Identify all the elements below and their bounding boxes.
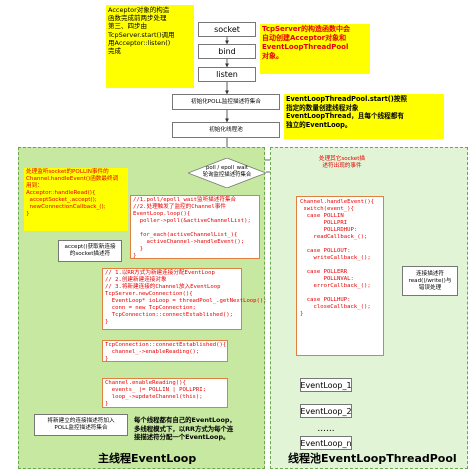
bind-step: bind bbox=[198, 44, 256, 59]
connectestablished-code: TcpConnection::connectEstablished(){ cha… bbox=[102, 340, 228, 362]
eventloop-2: EventLoop_2 bbox=[300, 404, 352, 418]
main-thread-title: 主线程EventLoop bbox=[98, 452, 197, 465]
poll-diamond-label: poll / epoll_wait 轮询监控描述符集合 bbox=[202, 165, 252, 178]
poll-diamond: poll / epoll_wait 轮询监控描述符集合 bbox=[188, 158, 266, 188]
tcpserver-note: TcpServer的构造函数中会 自动创建Acceptor对象和 EventLo… bbox=[260, 24, 370, 74]
eventloop-loop-code: //1.poll/epoll_wait监听描述符集合 //2.处理触发了监控的C… bbox=[130, 195, 260, 259]
accept-step: accept()获取新连接 的socket描述符 bbox=[58, 240, 122, 262]
rr-note: 每个线程都有自己的EventLoop， 多线程模式下，以RR方式为每个连 接描述… bbox=[134, 416, 236, 442]
threadpool-title: 线程池EventLoopThreadPool bbox=[288, 452, 457, 465]
socket-step: socket bbox=[198, 22, 256, 37]
thread-init-step: 初始化线程池 bbox=[172, 122, 280, 138]
channel-handleevent-code: Channel.handleEvent(){ switch(event_){ c… bbox=[296, 196, 384, 356]
enablereading-code: Channel.enableReading(){ events_ |= POLL… bbox=[102, 378, 228, 408]
eventloop-1: EventLoop_1 bbox=[300, 378, 352, 392]
acceptor-note: Acceptor对象的构造 函数完成前两步处理 第三、四步由 TcpServer… bbox=[106, 5, 194, 88]
pool-handle-label: 处理其它socket描 述符出现的事件 bbox=[318, 156, 366, 169]
eventloop-dots: ...... bbox=[317, 424, 335, 434]
add-to-poll-step: 将新建立的连接描述符加入 POLL监控描述符集合 bbox=[34, 414, 128, 436]
poll-init-step: 初始化POLL监控描述符集合 bbox=[172, 94, 280, 110]
listen-step: listen bbox=[198, 67, 256, 82]
acceptor-handleread-note: 处理监听socket的POLLIN事件的 Channel.handleEvent… bbox=[24, 168, 128, 231]
threadpool-start-note: EventLoopThreadPool.start()按照 指定的数量创建线程对… bbox=[284, 94, 444, 139]
eventloop-n: EventLoop_n bbox=[300, 436, 352, 450]
read-write-step: 连接描述符 read()/write()与 错误处理 bbox=[402, 266, 458, 296]
newconnection-code: // 1.以RR方式为新建连接分配EventLoop // 2.创建新建连接对象… bbox=[102, 268, 267, 330]
